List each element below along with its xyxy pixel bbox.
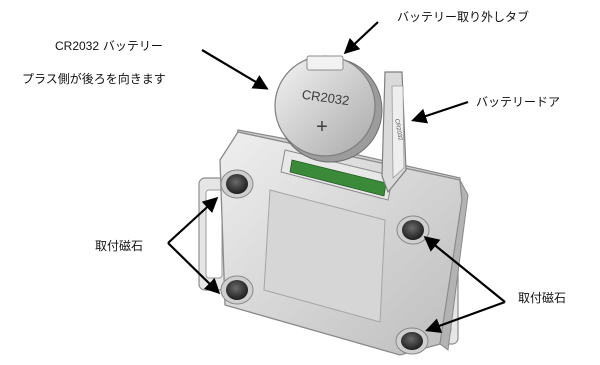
- magnet-left-label: 取付磁石: [95, 239, 144, 253]
- door-engraving: CR2032: [393, 118, 403, 141]
- battery-label: CR2032 バッテリー: [55, 37, 163, 54]
- arrow-magnet-top-right: [423, 236, 506, 303]
- arrow-magnet-bottom-left: [167, 242, 221, 295]
- pcb: [289, 159, 387, 197]
- battery-model: CR2032: [55, 39, 100, 53]
- arrow-magnet-bottom-right: [425, 300, 506, 334]
- magnet-top-right: [396, 215, 430, 245]
- coin-battery: CR2032 +: [274, 55, 383, 163]
- battery-plus-symbol: +: [316, 116, 328, 138]
- battery-slot: [280, 149, 394, 201]
- removal-tab: [306, 55, 344, 71]
- arrow-removal-tab: [343, 21, 379, 55]
- magnet-bottom-left: [220, 275, 254, 305]
- battery-engraving: CR2032: [301, 87, 350, 108]
- magnet-top-left: [220, 169, 254, 199]
- removal-tab-label: バッテリー取り外しタブ: [397, 10, 530, 24]
- polarity-note: プラス側が後ろを向きます: [22, 72, 166, 86]
- battery-door: CR2032: [381, 71, 407, 194]
- magnet-bottom-right: [395, 327, 429, 355]
- arrow-battery-door: [411, 100, 469, 124]
- battery-door-label: バッテリードア: [476, 95, 561, 109]
- arrow-magnet-top-left: [167, 196, 219, 244]
- magnet-right-label: 取付磁石: [518, 291, 567, 305]
- battery-word: バッテリー: [102, 39, 163, 53]
- arrow-battery: [201, 49, 269, 90]
